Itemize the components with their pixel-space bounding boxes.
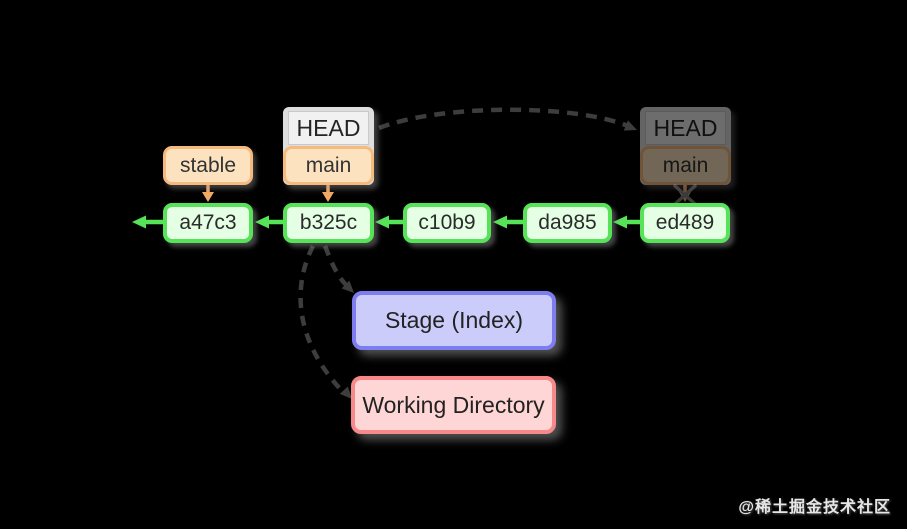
head-label-old: HEAD <box>645 111 726 145</box>
stage-index-box: Stage (Index) <box>352 291 556 350</box>
parent-arrowhead-icon <box>375 215 389 229</box>
branch-arrowhead-icon <box>322 192 334 202</box>
parent-arrowhead-icon <box>132 215 146 229</box>
commit-node: a47c3 <box>163 203 253 243</box>
head-move-arrowhead-icon <box>623 120 637 131</box>
deleted-pointer-x-icon <box>673 184 697 206</box>
head-card-bg <box>640 107 731 185</box>
commit-node: b325c <box>283 203 374 243</box>
branch-arrowhead-icon <box>202 192 214 202</box>
reset-arrows <box>298 244 350 395</box>
head-card-current: HEAD main <box>283 107 374 185</box>
commit-node: da985 <box>523 203 612 243</box>
parent-arrowhead-icon <box>255 215 269 229</box>
head-move-arrow <box>378 107 637 131</box>
branch-main: main <box>283 146 374 185</box>
branch-stable: stable <box>163 146 253 185</box>
stage-arrowhead-icon <box>341 280 354 293</box>
head-label: HEAD <box>288 111 369 145</box>
old-branch-pointer-arrow <box>679 185 691 202</box>
head-card-old: HEAD main <box>640 107 731 185</box>
working-directory-box: Working Directory <box>351 376 556 434</box>
parent-arrowhead-icon <box>493 215 507 229</box>
commit-node: ed489 <box>640 203 730 243</box>
branch-main-old: main <box>640 146 731 185</box>
branch-arrowhead-icon <box>679 192 691 202</box>
watermark: @稀土掘金技术社区 <box>738 499 891 516</box>
parent-arrowhead-icon <box>613 215 627 229</box>
branch-pointer-arrows <box>202 185 691 202</box>
commit-node: c10b9 <box>403 203 491 243</box>
